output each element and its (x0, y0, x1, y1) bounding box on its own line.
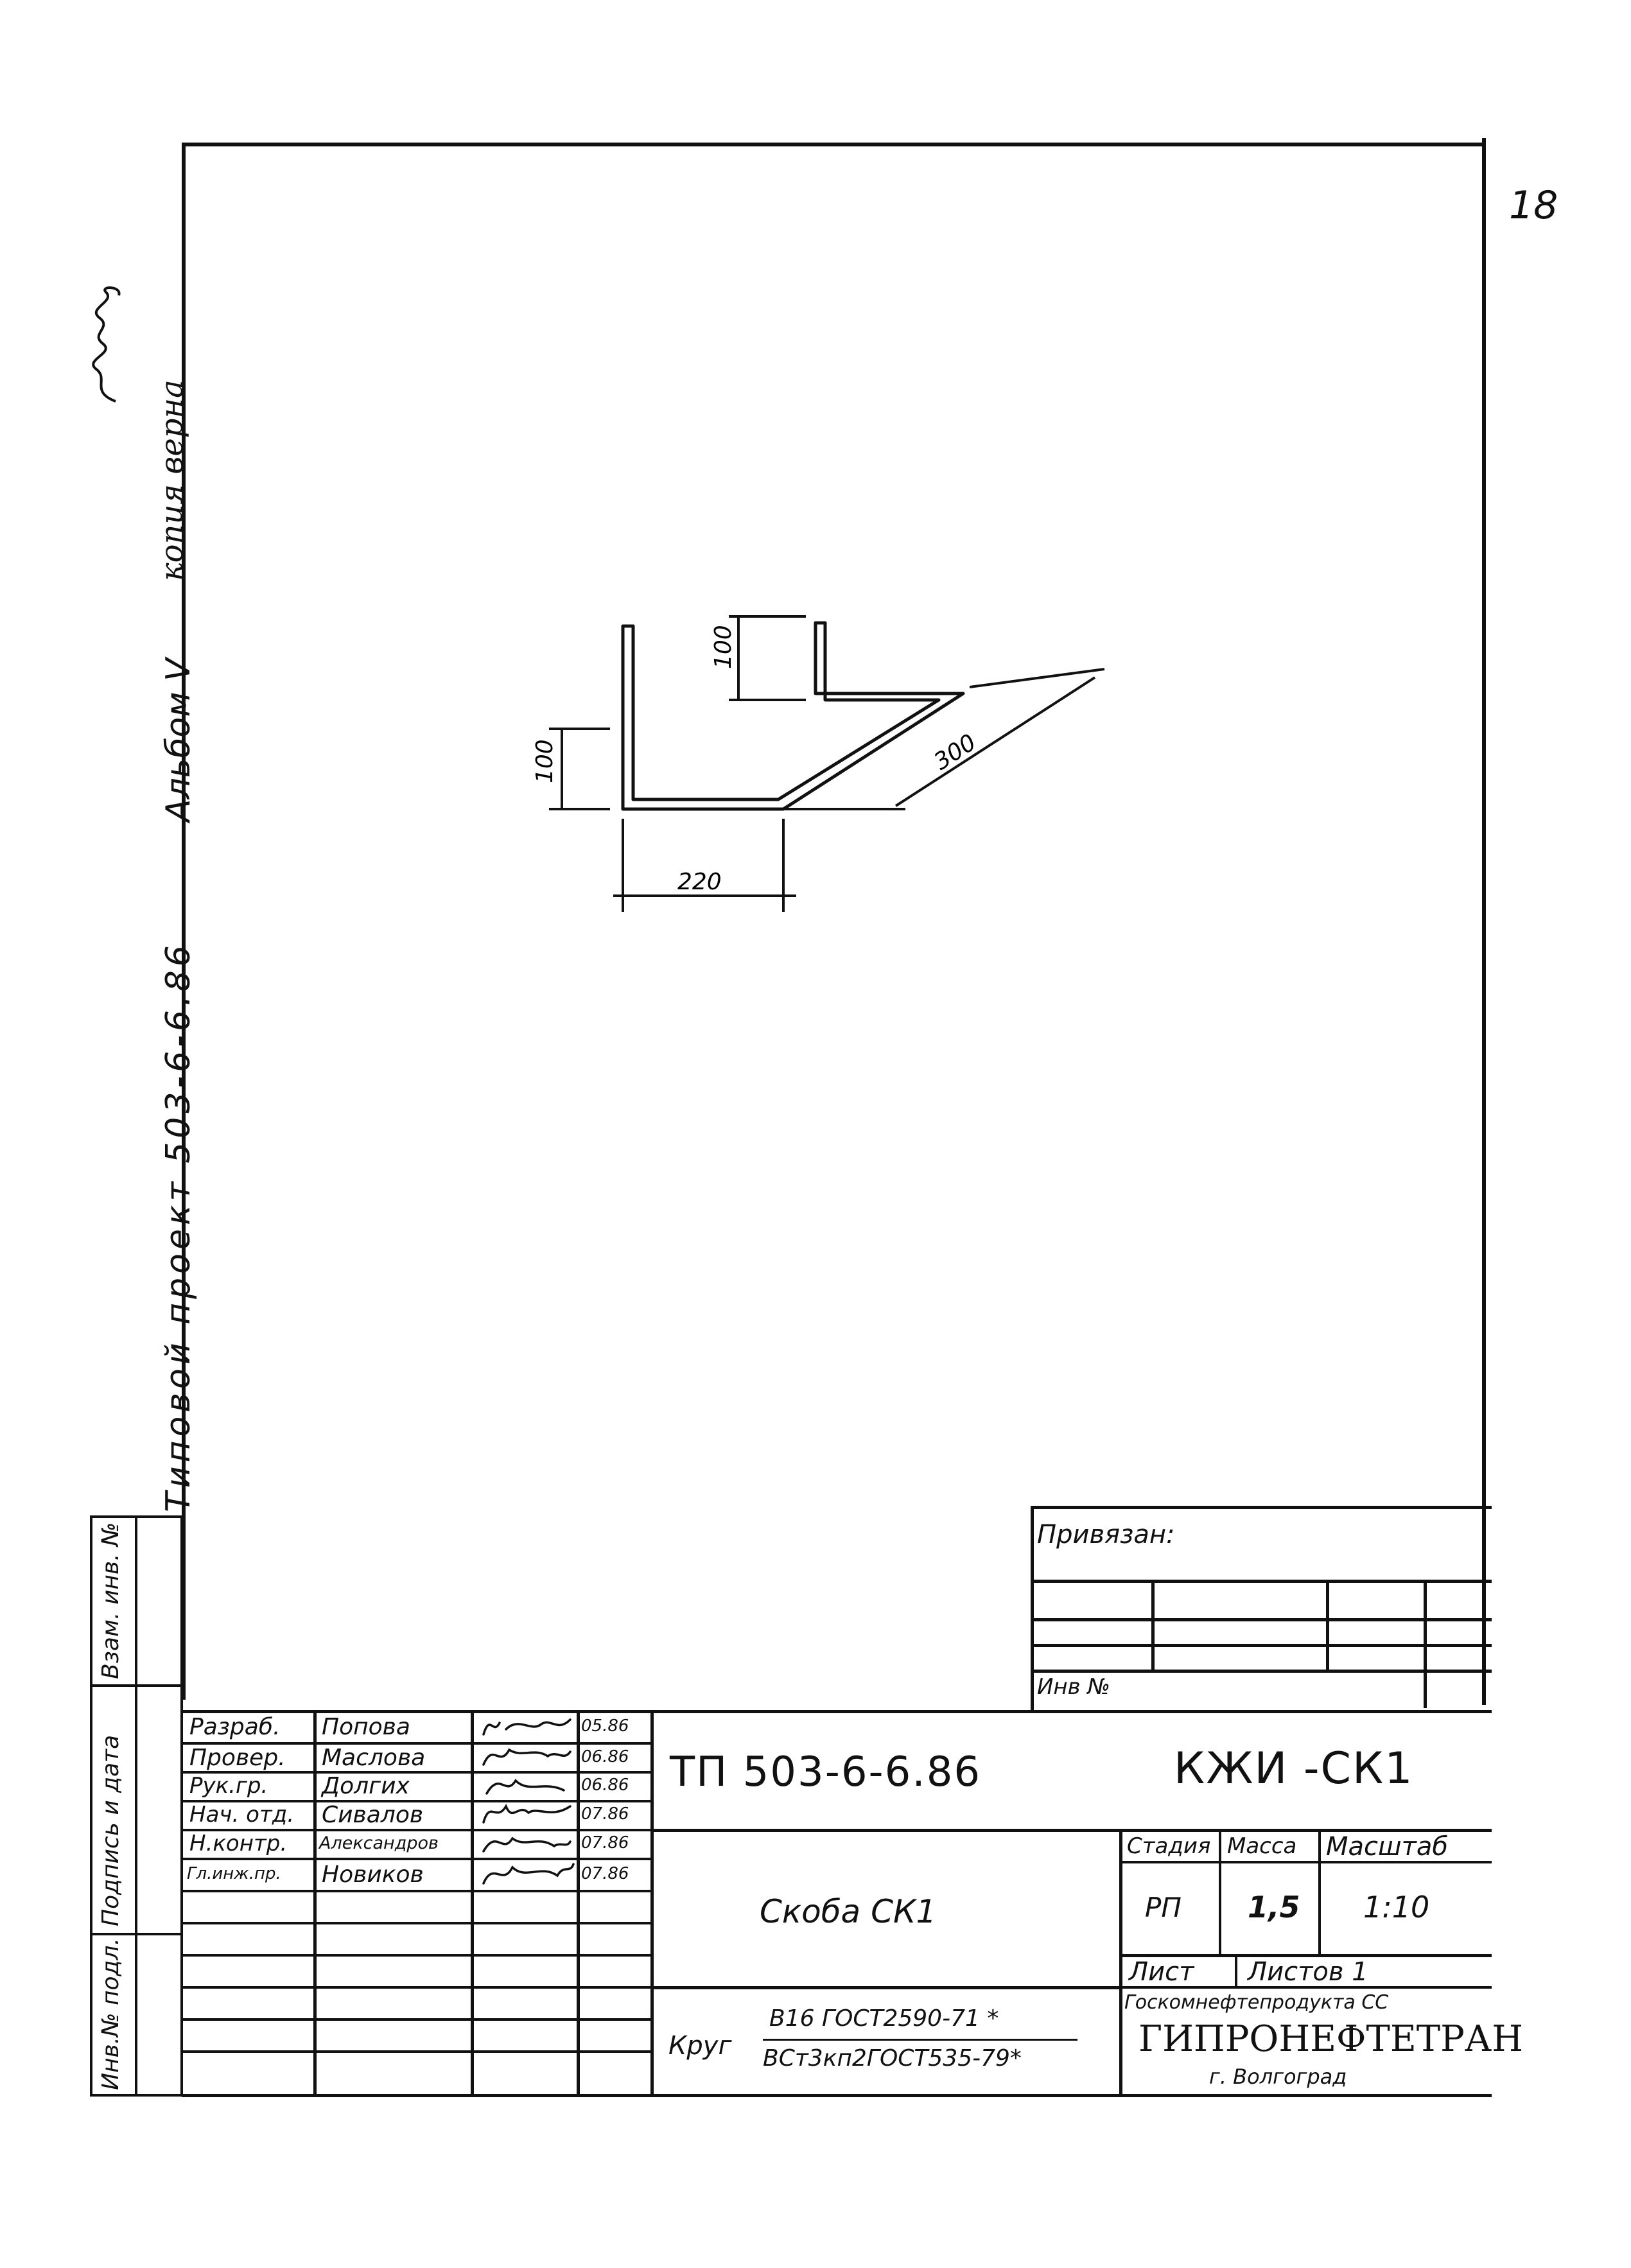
date-2: 06.86 (581, 1775, 629, 1795)
title-block: Разраб. Попова 05.86 Провер. Маслова 06.… (182, 1710, 1523, 2097)
name-0: Попова (322, 1714, 410, 1740)
material-bottom: ВСт3кп2ГОСТ535-79* (763, 2045, 1022, 2072)
privyazan-block: Привязан: Инв № (1031, 1506, 1492, 1710)
date-3: 07.86 (581, 1804, 629, 1824)
header-stage: Стадия (1127, 1833, 1211, 1859)
name-5: Новиков (322, 1862, 424, 1888)
date-4: 07.86 (581, 1833, 629, 1853)
role-4: Н.контр. (189, 1831, 288, 1856)
strip-inv-podl: Инв.№ подл. (98, 1938, 124, 2090)
doc-code: ТП 503-6-6.86 (670, 1749, 982, 1796)
org-city: г. Волгоград (1209, 2064, 1347, 2089)
drawing-frame (182, 143, 1483, 1700)
date-1: 06.86 (581, 1747, 629, 1766)
dim-base: 220 (677, 869, 722, 895)
stage-value: РП (1145, 1892, 1182, 1923)
project-label: Типовой проект 503-6-6.86 (159, 941, 198, 1512)
scale-value: 1:10 (1363, 1890, 1430, 1924)
sheet-label: Лист (1129, 1957, 1194, 1987)
date-0: 05.86 (581, 1716, 629, 1736)
name-4: Александров (319, 1833, 439, 1853)
bracket-outline-inner (631, 621, 941, 801)
privyazan-label: Привязан: (1037, 1520, 1175, 1549)
date-5: 07.86 (581, 1864, 629, 1883)
material-top: В16 ГОСТ2590-71 * (769, 2005, 999, 2032)
signatures (482, 1718, 575, 1885)
doc-title: КЖИ -СК1 (1174, 1743, 1414, 1794)
material-label: Круг (668, 2031, 732, 2061)
strip-podpis-data: Подпись и дата (98, 1734, 124, 1926)
header-scale: Масштаб (1326, 1832, 1449, 1862)
header-mass: Масса (1227, 1833, 1297, 1859)
strip-vzam-inv: Взам. инв. № (98, 1522, 124, 1679)
role-0: Разраб. (189, 1714, 281, 1740)
sheets-label: Листов 1 (1248, 1957, 1368, 1987)
certification-text: копия верна (154, 379, 190, 581)
page-number: 18 (1509, 183, 1558, 228)
certification-signature (77, 283, 128, 405)
right-border-line (1482, 138, 1486, 1705)
mass-value: 1,5 (1248, 1890, 1300, 1924)
role-1: Провер. (189, 1745, 286, 1771)
bracket-outline-outer (621, 621, 965, 811)
role-2: Рук.гр. (189, 1773, 268, 1799)
name-1: Маслова (322, 1745, 426, 1771)
album-label: Альбом V (159, 658, 198, 822)
role-3: Нач. отд. (189, 1802, 295, 1827)
name-3: Сивалов (322, 1802, 424, 1828)
role-5: Гл.инж.пр. (187, 1864, 281, 1883)
dim-bottom-leg: 100 (532, 739, 558, 783)
bracket-drawing: 100 100 300 220 (532, 615, 1105, 912)
org-top: Госкомнефтепродукта СС (1124, 1991, 1389, 2014)
privyazan-inv-label: Инв № (1037, 1674, 1110, 1700)
left-strip: Взам. инв. № Подпись и дата Инв.№ подл. (90, 1515, 183, 2097)
part-name: Скоба СК1 (760, 1893, 937, 1930)
org-name: ГИПРОНЕФТЕТРАН (1138, 2018, 1524, 2060)
dim-top-leg: 100 (710, 625, 737, 669)
name-2: Долгих (322, 1773, 410, 1799)
